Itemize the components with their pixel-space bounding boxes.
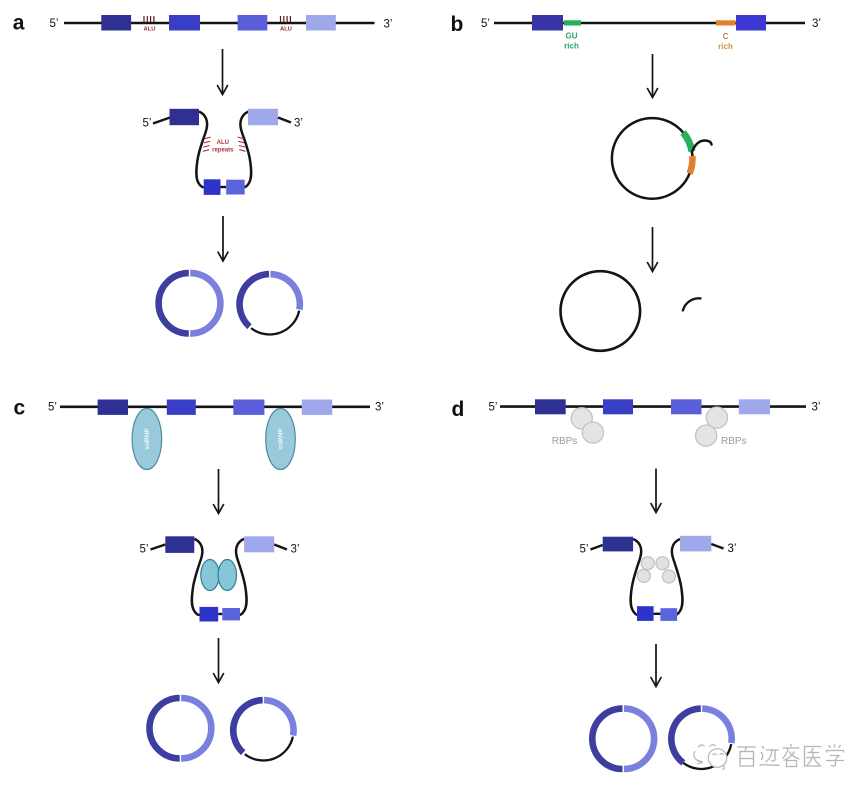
svg-text:3’: 3’ xyxy=(812,18,821,30)
svg-text:d: d xyxy=(452,398,465,421)
svg-text:RBPs: RBPs xyxy=(552,436,578,447)
svg-text:5’: 5’ xyxy=(143,118,152,130)
svg-text:C: C xyxy=(723,32,729,41)
svg-text:b: b xyxy=(451,13,464,36)
svg-text:3’: 3’ xyxy=(812,402,821,414)
svg-text:3’: 3’ xyxy=(294,118,303,130)
svg-text:3’: 3’ xyxy=(384,18,393,30)
svg-text:RBPs: RBPs xyxy=(721,436,747,447)
svg-text:rich: rich xyxy=(564,42,579,51)
svg-text:5’: 5’ xyxy=(489,402,498,414)
svg-text:a: a xyxy=(13,11,25,34)
svg-text:3’: 3’ xyxy=(728,543,737,555)
svg-text:GU: GU xyxy=(566,32,578,41)
svg-text:repeats: repeats xyxy=(212,148,234,154)
svg-text:ALU: ALU xyxy=(144,27,156,33)
svg-text:snRNP: snRNP xyxy=(144,428,151,450)
svg-text:3’: 3’ xyxy=(291,544,300,556)
svg-text:5’: 5’ xyxy=(48,402,57,414)
svg-text:5’: 5’ xyxy=(140,544,149,556)
svg-text:5’: 5’ xyxy=(50,18,59,30)
svg-text:c: c xyxy=(14,396,26,419)
svg-text:snRNP: snRNP xyxy=(278,428,285,450)
svg-text:3’: 3’ xyxy=(375,402,384,414)
svg-text:ALU: ALU xyxy=(217,140,229,146)
svg-text:rich: rich xyxy=(718,42,733,51)
svg-text:ALU: ALU xyxy=(280,27,292,33)
svg-text:5’: 5’ xyxy=(481,18,490,30)
svg-text:5’: 5’ xyxy=(580,544,589,556)
